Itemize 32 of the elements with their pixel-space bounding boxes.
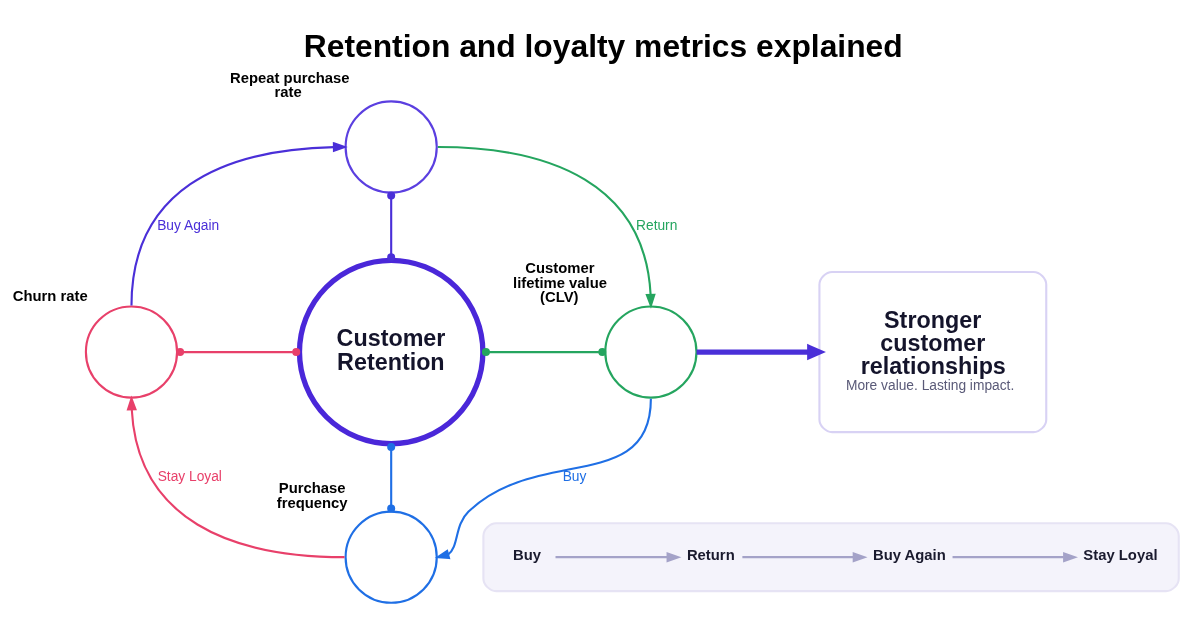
arrow <box>130 141 348 305</box>
arrow <box>952 551 1078 562</box>
node-text: Stay Loyal <box>1083 546 1158 563</box>
node-circle: Customer Retention <box>296 257 486 446</box>
cluster <box>482 521 1180 592</box>
edge-label: Return <box>636 217 678 233</box>
node-label: Churn rate <box>12 287 88 304</box>
node-text: Return <box>686 546 735 563</box>
connector <box>387 191 396 261</box>
arrow <box>696 343 826 360</box>
arrow <box>742 551 868 562</box>
node-label: Customer lifetime value (CLV) <box>513 259 608 305</box>
edge-label: Stay Loyal <box>157 468 222 484</box>
edge-label: Buy Again <box>157 217 220 233</box>
node-circle <box>344 510 438 604</box>
node-label: Repeat purchase rate <box>230 69 350 100</box>
connector <box>481 347 607 356</box>
edge-label: Buy <box>562 468 587 484</box>
arrow <box>434 398 652 559</box>
connector <box>176 347 301 356</box>
node-text: Buy <box>513 546 542 563</box>
arrow <box>555 551 682 562</box>
node-text: Buy Again <box>872 546 946 563</box>
node-circle <box>84 304 179 399</box>
node-circle <box>604 304 698 399</box>
node-box: Stronger customer relationships More value. Lasting impact. <box>818 270 1048 433</box>
diagram-title: Retention and loyalty metrics explained <box>303 27 903 64</box>
arrow <box>437 145 656 309</box>
arrow <box>126 395 345 558</box>
node-circle <box>344 99 438 194</box>
node-label: Purchase frequency <box>276 479 348 511</box>
connector <box>387 442 396 513</box>
